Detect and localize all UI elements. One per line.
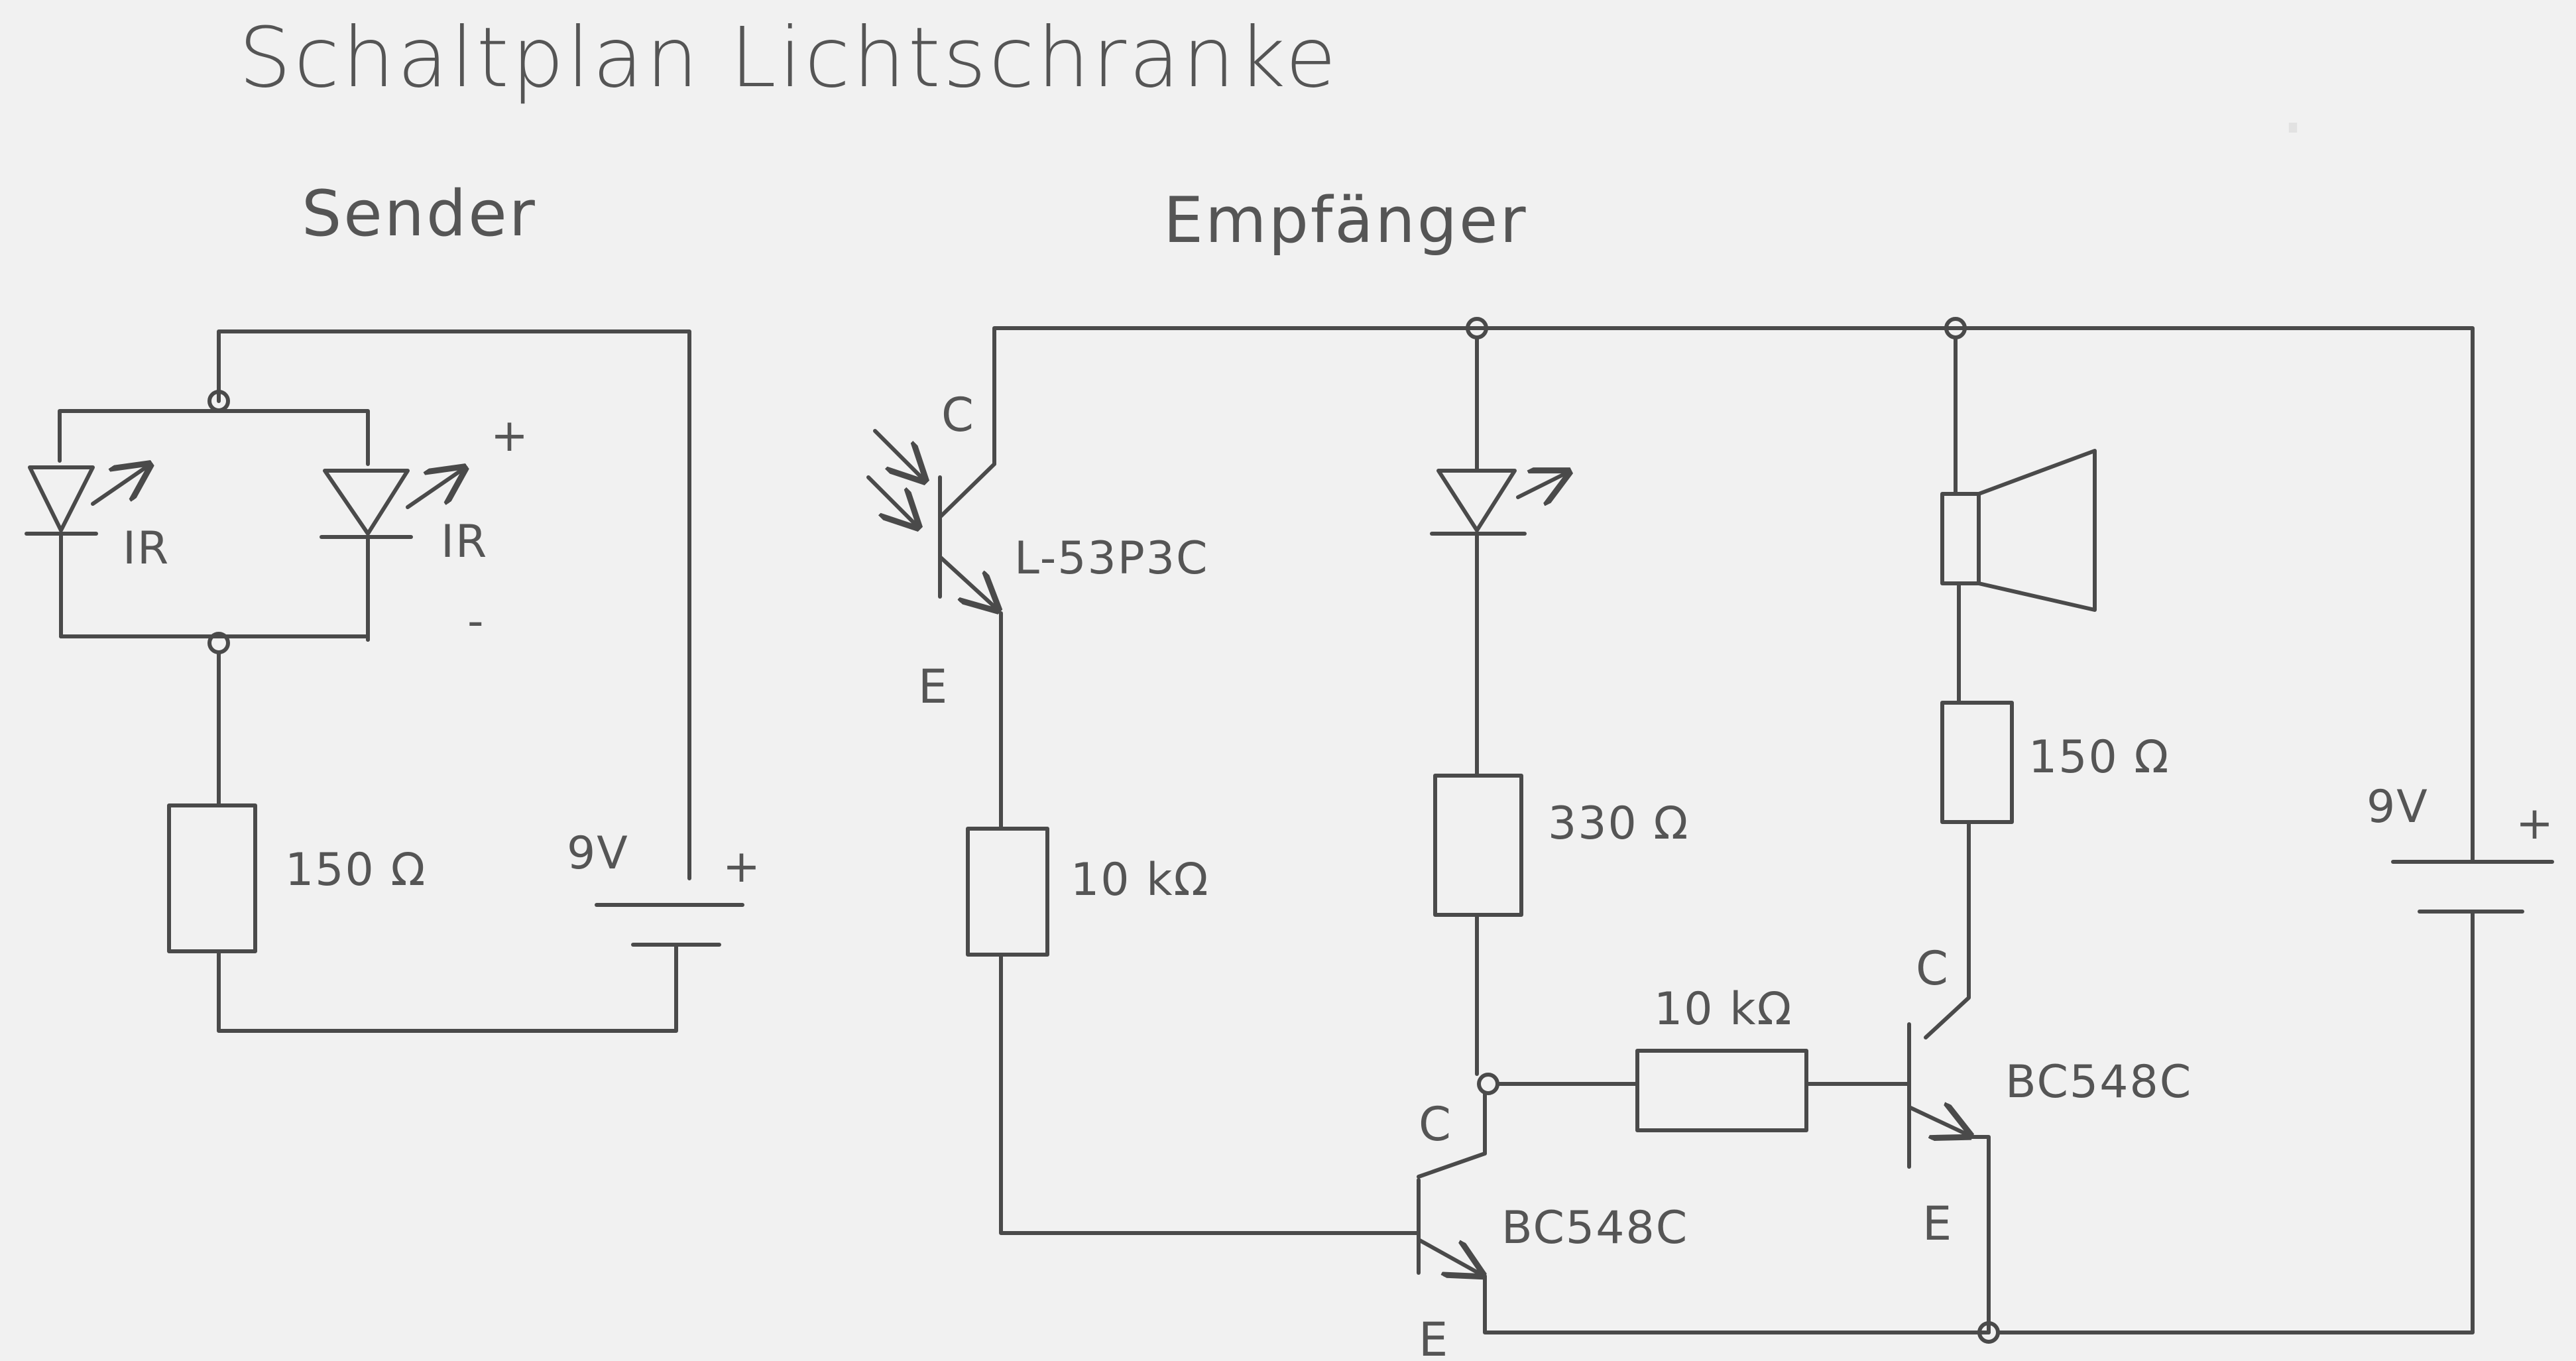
receiver-battery [2391, 860, 2554, 914]
junction-node [207, 390, 230, 412]
sender-parallel-top-wire [58, 409, 370, 466]
t2-label: BC548C [2005, 1056, 2192, 1108]
page-title: Schaltplan Lichtschranke [239, 10, 1339, 106]
resistor-r1-label: 10 kΩ [1071, 854, 1209, 906]
receiver-circuit: C E L-53P3C 10 kΩ 330 Ω C E BC548C [866, 317, 2555, 1361]
indicator-led [1430, 336, 1564, 778]
speaker [1940, 336, 2097, 705]
phototransistor-emitter-label: E [918, 660, 947, 714]
sender-top-wire [217, 329, 691, 880]
phototransistor-collector-label: C [941, 388, 974, 442]
sender-battery [595, 903, 744, 947]
resistor-r2 [1433, 774, 1523, 917]
sender-circuit: IR IR + - 150 Ω 9V + [25, 329, 762, 1033]
minus-mark: - [467, 595, 485, 648]
ir-led-2 [320, 471, 461, 642]
resistor-r3-label: 10 kΩ [1654, 983, 1792, 1036]
plus-mark: + [491, 410, 530, 462]
t1-collector-label: C [1419, 1097, 1451, 1152]
t2-emitter-label: E [1922, 1197, 1952, 1251]
receiver-bottom-rail [1997, 910, 2475, 1334]
receiver-battery-label: 9V [2367, 781, 2429, 833]
sender-resistor-label: 150 Ω [285, 844, 426, 896]
resistor-r2-label: 330 Ω [1548, 798, 1689, 850]
resistor-r1 [966, 827, 1049, 957]
sender-battery-plus: + [723, 841, 762, 893]
bleed-through-mark: . [2280, 60, 2306, 152]
receiver-battery-plus: + [2516, 798, 2555, 850]
resistor-r4 [1940, 701, 2014, 824]
t1-emitter-label: E [1419, 1313, 1448, 1361]
phototransistor-label: L-53P3C [1014, 532, 1209, 585]
sender-battery-label: 9V [567, 827, 629, 880]
ir-led-1 [25, 467, 146, 638]
t2-collector-label: C [1916, 941, 1948, 996]
transistor-t2 [1907, 1022, 1991, 1334]
phototransistor [866, 429, 1001, 831]
r1-to-t1-base-wire [999, 953, 1421, 1235]
r4-to-t2-wire [1924, 820, 1971, 1039]
receiver-top-rail [992, 326, 2475, 864]
ir-led-1-label: IR [123, 522, 170, 575]
resistor-r4-label: 150 Ω [2028, 731, 2170, 784]
receiver-heading: Empfänger [1163, 184, 1528, 257]
ir-led-2-label: IR [441, 516, 488, 568]
sender-resistor [167, 803, 257, 953]
resistor-r3 [1635, 1049, 1808, 1132]
t1-label: BC548C [1501, 1202, 1688, 1254]
transistor-t1 [1417, 1092, 1991, 1334]
junction-node [1477, 1073, 1499, 1095]
sender-heading: Sender [302, 178, 537, 251]
sender-bottom-wire [217, 943, 678, 1033]
